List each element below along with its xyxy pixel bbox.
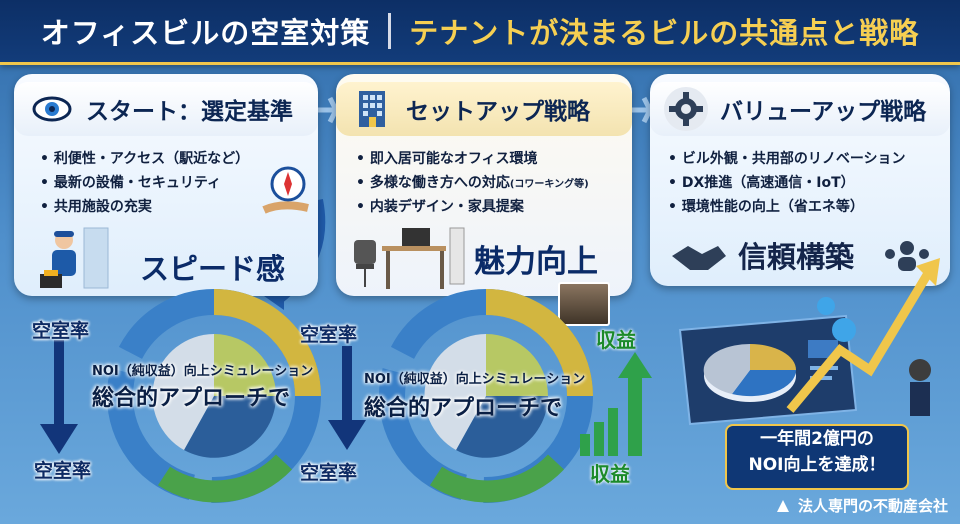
cycle-2-bottom-label: 空室率 — [300, 462, 358, 484]
header-banner: オフィスビルの空室対策 テナントが決まるビルの共通点と戦略 — [0, 0, 960, 65]
panel-valueup-bullet-1: ビル外観・共用部のリノベーション — [668, 148, 906, 168]
achievement-line-1: 一年間2億円の — [760, 429, 874, 449]
revenue-growth-chart-icon — [580, 352, 652, 456]
building-icon — [350, 87, 394, 131]
gear-icon — [664, 87, 708, 131]
panel-start-highlight: スピード感 — [140, 252, 286, 286]
cycle-1-main-text: 総合的アプローチで — [92, 386, 291, 411]
panel-setup-title-text: セットアップ戦略 — [406, 99, 590, 125]
compass-icon — [262, 166, 309, 214]
office-desk-icon — [354, 227, 465, 289]
cycle-2-main-text: 総合的アプローチで — [364, 396, 563, 421]
panel-start: スタート：選定基準 利便性・アクセス（駅近など） 最新の設備・セキュリティ 共用… — [14, 74, 318, 296]
panel-setup-bullet-1: 即入居可能なオフィス環境 — [356, 148, 538, 168]
panel-setup-highlight: 魅力向上 — [474, 244, 598, 280]
eye-icon — [30, 87, 74, 131]
panel-valueup-highlight: 信頼構築 — [738, 240, 855, 274]
panel-setup-bullet-2: 多様な働き方への対応(コワーキング等) — [356, 172, 589, 192]
panel-start-bullet-1: 利便性・アクセス（駅近など） — [40, 148, 249, 168]
cycle-2-top-label: 空室率 — [300, 324, 358, 346]
panel-valueup-bullet-2: DX推進（高速通信・IoT） — [668, 172, 855, 192]
vacancy-down-arrow-2-icon — [328, 346, 366, 450]
panel-setup-title: セットアップ戦略 — [350, 82, 590, 136]
panel-start-bullet-2: 最新の設備・セキュリティ — [40, 172, 221, 192]
panel-setup-title-bar — [336, 82, 632, 136]
panel-start-title-text: スタート：選定基準 — [86, 99, 293, 125]
footer-brand: 法人専門の不動産会社 — [774, 495, 948, 516]
arrow-1-icon — [318, 96, 341, 124]
panel-setup: セットアップ戦略 即入居可能なオフィス環境 多様な働き方への対応(コワーキング等… — [336, 74, 632, 326]
cycle-ring-1 — [107, 289, 321, 503]
cycle-1-top-label: 空室率 — [32, 320, 90, 342]
panel-start-title: スタート：選定基準 — [30, 82, 293, 136]
cycle-ring-2 — [379, 289, 593, 503]
achievement-banner: 一年間2億円の NOI向上を達成！ — [725, 424, 909, 490]
achievement-line-2: NOI向上を達成！ — [748, 455, 886, 475]
revenue-bottom-label: 収益 — [590, 462, 630, 486]
team-icon — [885, 241, 929, 271]
cycle-1-bottom-label: 空室率 — [34, 460, 92, 482]
panel-start-bullet-3: 共用施設の充実 — [40, 196, 152, 216]
panel-valueup: バリューアップ戦略 ビル外観・共用部のリノベーション DX推進（高速通信・IoT… — [650, 74, 950, 286]
worker-icon — [40, 227, 109, 289]
panel-setup-bullet-3: 内装デザイン・家具提案 — [356, 196, 524, 216]
arrow-2-icon — [632, 96, 655, 124]
header-title-right: テナントが決まるビルの共通点と戦略 — [409, 16, 920, 50]
footer-text: 法人専門の不動産会社 — [797, 497, 948, 515]
panel-setup-bullet-note: (コワーキング等) — [509, 179, 589, 190]
cycle-2-sim-text: NOI（純収益）向上シミュレーション — [364, 372, 586, 387]
header-divider — [388, 13, 392, 49]
handshake-icon — [672, 246, 726, 270]
panel-valueup-title: バリューアップ戦略 — [664, 82, 926, 136]
vacancy-down-arrow-1-icon — [40, 340, 78, 454]
header-title-left: オフィスビルの空室対策 — [40, 16, 371, 50]
cycle-1-sim-text: NOI（純収益）向上シミュレーション — [92, 364, 314, 379]
company-logo-icon — [776, 499, 789, 512]
panel-valueup-bullet-3: 環境性能の向上（省エネ等） — [668, 196, 864, 216]
revenue-top-label: 収益 — [596, 328, 636, 352]
panel-valueup-title-text: バリューアップ戦略 — [720, 99, 927, 125]
growth-arrow-icon — [786, 258, 940, 416]
room-photo — [558, 282, 610, 326]
